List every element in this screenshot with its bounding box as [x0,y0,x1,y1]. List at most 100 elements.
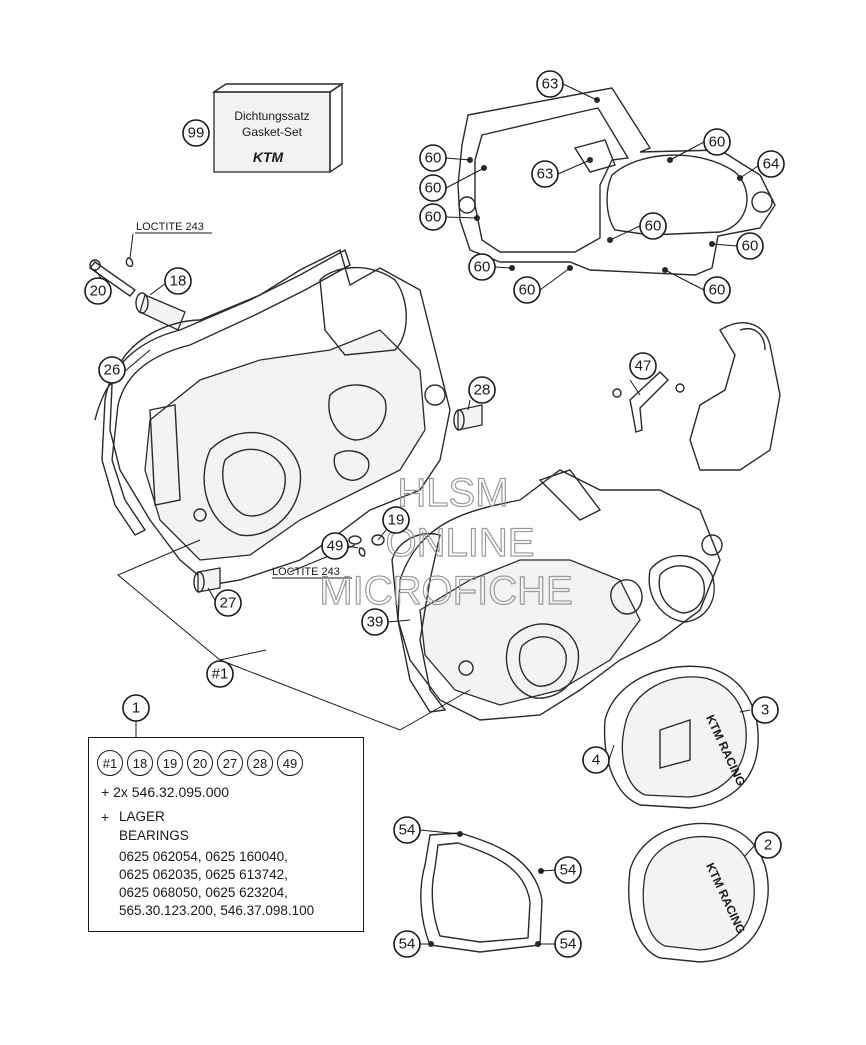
svg-text:60: 60 [425,150,442,167]
callout-99[interactable]: 99 [182,119,210,147]
callout-3[interactable]: 3 [751,696,779,724]
svg-text:60: 60 [645,218,662,235]
legend-icon-27[interactable]: 27 [217,750,243,776]
svg-text:60: 60 [519,282,536,299]
callout-64[interactable]: 64 [757,150,785,178]
callout-39[interactable]: 39 [361,608,389,636]
svg-text:#1: #1 [212,666,229,683]
callout-2[interactable]: 2 [754,831,782,859]
callout-19[interactable]: 19 [382,506,410,534]
svg-text:39: 39 [367,614,384,631]
svg-text:99: 99 [188,125,205,142]
svg-text:60: 60 [709,134,726,151]
legend-bearings-label: BEARINGS [119,828,189,843]
svg-text:60: 60 [425,209,442,226]
svg-text:19: 19 [388,512,405,529]
left-crankcase-half [94,248,451,586]
callout-60-top-right[interactable]: 60 [703,128,731,156]
assembly-bracket-1 [117,539,471,731]
gasket-54 [420,831,544,953]
svg-text:60: 60 [474,259,491,276]
callout-26[interactable]: 26 [98,356,126,384]
loctite-label-top: LOCTITE 243 [136,221,204,233]
gasket-kit-title-de: Dichtungssatz [234,109,309,123]
callout-60-left-3[interactable]: 60 [419,203,447,231]
watermark: HLSM ONLINE MICROFICHE [319,470,574,613]
legend-lager-prefix: + [101,809,110,825]
gasket-26 [101,248,351,536]
legend-part-numbers-2: 0625 062035, 0625 613742, [119,867,288,882]
svg-text:28: 28 [474,382,491,399]
watermark-line3: MICROFICHE [319,569,572,613]
svg-text:54: 54 [399,822,416,839]
svg-text:60: 60 [709,282,726,299]
callout-60-left-2[interactable]: 60 [419,174,447,202]
bracket-47 [612,322,781,471]
callout-60-bottom-left[interactable]: 60 [468,253,496,281]
legend-icon-20[interactable]: 20 [187,750,213,776]
legend-icon-19[interactable]: 19 [157,750,183,776]
svg-text:60: 60 [742,238,759,255]
svg-text:1: 1 [132,700,140,717]
parts-legend-box: #1 18 19 20 27 28 49 + 2x 546.32.095.000… [88,737,364,932]
legend-icon-assembly-1[interactable]: #1 [97,750,123,776]
callout-60-bottom-mid[interactable]: 60 [513,276,541,304]
callout-49[interactable]: 49 [321,532,349,560]
crankcase-gasket-top [457,87,776,276]
callout-4[interactable]: 4 [582,746,610,774]
svg-text:3: 3 [761,702,769,719]
callout-27[interactable]: 27 [214,589,242,617]
callout-60-right[interactable]: 60 [736,232,764,260]
legend-icon-28[interactable]: 28 [247,750,273,776]
legend-icon-49[interactable]: 49 [277,750,303,776]
legend-lager-label: LAGER [119,809,165,824]
loctite-label-bottom: LOCTITE 243 [272,566,340,578]
leader-lines [94,83,759,945]
callout-54-right[interactable]: 54 [554,856,582,884]
callout-60-center[interactable]: 60 [639,212,667,240]
gasket-kit-logo: KTM [253,149,284,165]
svg-text:20: 20 [90,283,107,300]
svg-text:63: 63 [542,76,559,93]
legend-icon-18[interactable]: 18 [127,750,153,776]
gasket-kit-box: Dichtungssatz Gasket-Set KTM [211,82,345,174]
legend-screws-line: + 2x 546.32.095.000 [101,784,230,800]
bearing-28 [453,404,483,431]
callout-assembly-1[interactable]: #1 [206,660,234,688]
svg-text:60: 60 [425,180,442,197]
callout-54-bottom-right[interactable]: 54 [554,930,582,958]
ignition-cover-3: KTM RACING [603,665,759,809]
callout-18[interactable]: 18 [164,267,192,295]
dowel-pins [348,534,385,557]
bearing-27 [193,567,221,593]
callout-54-top[interactable]: 54 [393,816,421,844]
svg-text:2: 2 [764,837,772,854]
svg-text:63: 63 [537,166,554,183]
callout-47[interactable]: 47 [629,352,657,380]
legend-part-numbers-4: 565.30.123.200, 546.37.098.100 [119,903,315,918]
callout-28[interactable]: 28 [468,376,496,404]
callout-63-top[interactable]: 63 [536,70,564,98]
watermark-line1: HLSM [397,471,508,515]
watermark-line2: ONLINE [386,521,535,565]
callout-60-left-1[interactable]: 60 [419,144,447,172]
gasket-kit-title-en: Gasket-Set [242,125,303,139]
callout-60-bottom-right[interactable]: 60 [703,276,731,304]
svg-text:54: 54 [399,936,416,953]
callout-63-mid[interactable]: 63 [531,160,559,188]
ignition-cover-2: KTM RACING [628,822,769,963]
callout-1[interactable]: 1 [122,694,150,722]
right-crankcase-half [397,469,723,721]
svg-text:26: 26 [104,362,121,379]
svg-text:64: 64 [763,156,780,173]
svg-text:54: 54 [560,936,577,953]
svg-text:49: 49 [327,538,344,555]
svg-text:54: 54 [560,862,577,879]
legend-part-numbers-3: 0625 068050, 0625 623204, [119,885,288,900]
svg-text:4: 4 [592,752,600,769]
svg-text:27: 27 [220,595,237,612]
callout-20[interactable]: 20 [84,277,112,305]
svg-text:47: 47 [635,358,652,375]
callout-54-bottom-left[interactable]: 54 [393,930,421,958]
